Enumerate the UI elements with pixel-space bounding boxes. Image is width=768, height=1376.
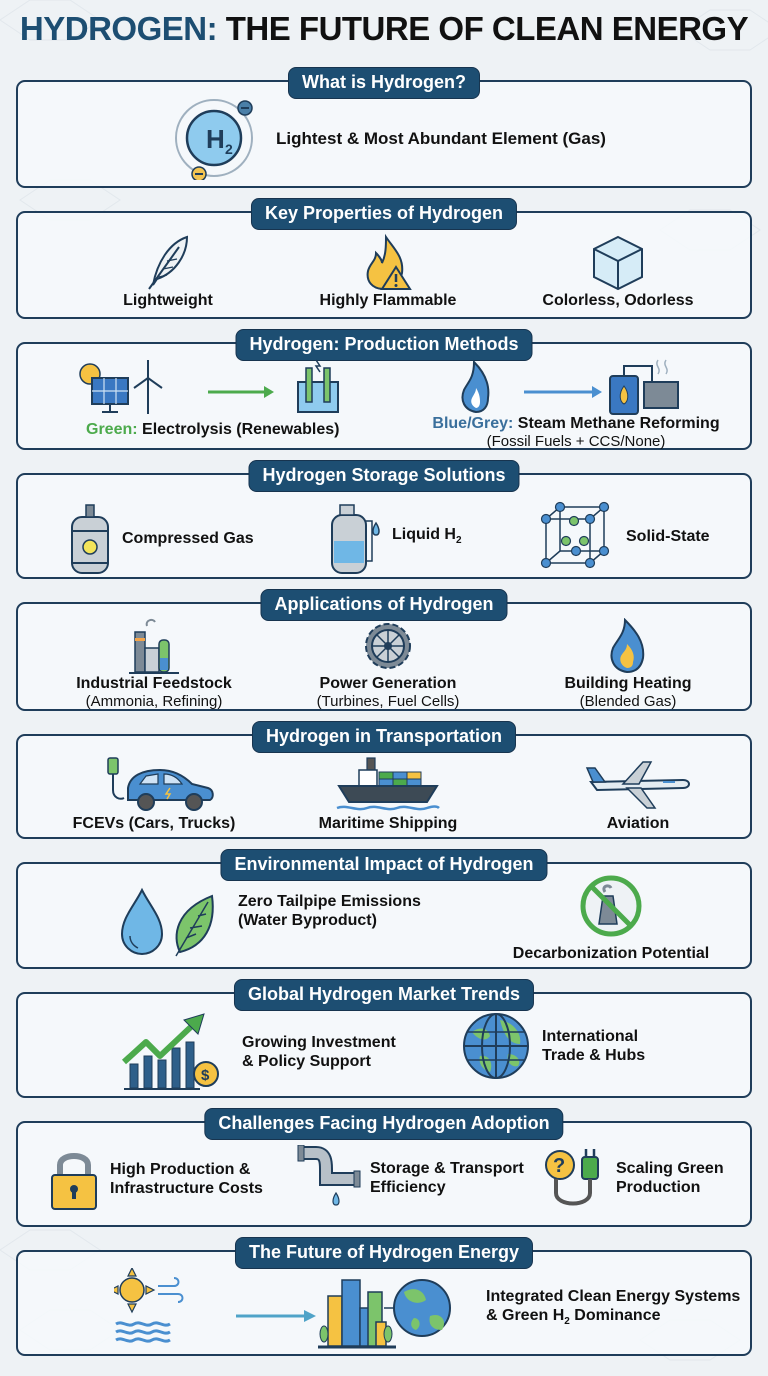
padlock-icon bbox=[51, 1153, 97, 1210]
item-label-line2: Infrastructure Costs bbox=[110, 1180, 263, 1197]
production-bluegrey-label: Blue/Grey: Steam Methane Reforming bbox=[432, 415, 720, 432]
item-label: International bbox=[542, 1028, 639, 1045]
gas-cylinder-icon bbox=[71, 504, 109, 574]
section-future: The Future of Hydrogen Energy Integrated bbox=[16, 1237, 752, 1356]
solar-wind-to-electrolyzer-icon bbox=[79, 359, 339, 414]
section-header: Hydrogen: Production Methods bbox=[235, 329, 533, 361]
fuel-cell-car-icon bbox=[107, 757, 214, 811]
cargo-ship-icon bbox=[336, 757, 440, 811]
h2-molecule-icon: H 2 bbox=[175, 99, 253, 180]
item-label: Solid-State bbox=[626, 527, 710, 545]
section-header: The Future of Hydrogen Energy bbox=[234, 1237, 534, 1269]
section-challenges: Challenges Facing Hydrogen Adoption High… bbox=[16, 1108, 752, 1227]
item-label: Zero Tailpipe Emissions bbox=[238, 893, 421, 910]
water-drop-leaf-icon bbox=[120, 887, 214, 957]
production-green-label: Green: Electrolysis (Renewables) bbox=[86, 421, 340, 438]
item-label: Decarbonization Potential bbox=[512, 945, 710, 962]
section-header: Global Hydrogen Market Trends bbox=[233, 979, 535, 1011]
green-prefix: Green: bbox=[86, 421, 138, 438]
item-sublabel: (Ammonia, Refining) bbox=[85, 693, 223, 710]
blue-flame-icon bbox=[610, 618, 645, 674]
item-label: Power Generation bbox=[319, 675, 457, 692]
item-label: Storage & Transport bbox=[370, 1160, 524, 1177]
item-label-line2: Production bbox=[616, 1179, 701, 1196]
item-label: FCEVs (Cars, Trucks) bbox=[72, 815, 236, 832]
item-label: Integrated Clean Energy Systems bbox=[486, 1287, 741, 1305]
question-plug-icon: ? bbox=[545, 1149, 599, 1206]
item-label: High Production & bbox=[110, 1161, 251, 1178]
item-label: Aviation bbox=[606, 815, 670, 832]
item-label: Industrial Feedstock bbox=[76, 675, 232, 692]
feather-icon bbox=[148, 235, 189, 290]
section-header: Applications of Hydrogen bbox=[260, 589, 508, 621]
factory-icon bbox=[129, 618, 179, 674]
leaking-pipe-icon bbox=[297, 1145, 361, 1206]
svg-text:H: H bbox=[206, 124, 225, 154]
section-environmental-impact: Environmental Impact of Hydrogen Zero Ta… bbox=[16, 849, 752, 969]
turbine-gear-icon bbox=[365, 623, 411, 669]
section-header: What is Hydrogen? bbox=[287, 67, 481, 99]
item-sublabel: (Turbines, Fuel Cells) bbox=[316, 693, 460, 710]
item-label: Liquid H2 bbox=[392, 526, 462, 547]
item-label: Maritime Shipping bbox=[318, 815, 458, 832]
section-market-trends: Global Hydrogen Market Trends $ Growing … bbox=[16, 979, 752, 1098]
section-header: Hydrogen in Transportation bbox=[251, 721, 517, 753]
item-label-line2: & Green H2 Dominance bbox=[486, 1306, 661, 1328]
item-label: Growing Investment bbox=[242, 1034, 396, 1051]
section-storage-solutions: Hydrogen Storage Solutions Compressed Ga… bbox=[16, 460, 752, 579]
svg-text:?: ? bbox=[553, 1155, 565, 1177]
item-sublabel: (Blended Gas) bbox=[579, 693, 677, 710]
item-label: Colorless, Odorless bbox=[542, 292, 694, 309]
item-label: Lightweight bbox=[123, 292, 213, 309]
item-label-line2: Efficiency bbox=[370, 1179, 446, 1196]
page-title: HYDROGEN: THE FUTURE OF CLEAN ENERGY bbox=[0, 10, 768, 48]
no-smokestack-icon bbox=[580, 875, 642, 937]
cube-icon bbox=[593, 235, 643, 291]
section-applications: Applications of Hydrogen Industrial Feed… bbox=[16, 589, 752, 711]
liquid-tank-icon bbox=[331, 504, 380, 574]
item-label: Building Heating bbox=[564, 675, 692, 692]
bluegrey-prefix: Blue/Grey: bbox=[432, 415, 514, 432]
section-what-is-hydrogen: What is Hydrogen? H 2 Lightest & Most Ab… bbox=[16, 67, 752, 188]
svg-text:$: $ bbox=[201, 1067, 210, 1084]
item-label: Compressed Gas bbox=[122, 529, 254, 547]
item-label-line2: Trade & Hubs bbox=[542, 1047, 646, 1064]
item-label: Scaling Green bbox=[616, 1160, 724, 1177]
growth-chart-dollar-icon: $ bbox=[121, 1013, 219, 1090]
item-label: Lightest & Most Abundant Element (Gas) bbox=[276, 128, 606, 148]
airplane-icon bbox=[585, 761, 690, 809]
section-production-methods: Hydrogen: Production Methods Green: Elec… bbox=[16, 329, 752, 450]
section-key-properties: Key Properties of Hydrogen Lightweight H… bbox=[16, 198, 752, 319]
title-accent: HYDROGEN: bbox=[19, 10, 218, 47]
title-rest: THE FUTURE OF CLEAN ENERGY bbox=[217, 10, 749, 47]
item-label-line2: & Policy Support bbox=[242, 1053, 371, 1070]
item-label-line2: (Water Byproduct) bbox=[238, 912, 377, 929]
flame-warning-icon bbox=[366, 233, 412, 291]
item-label: Highly Flammable bbox=[319, 292, 457, 309]
globe-icon bbox=[463, 1013, 529, 1079]
section-header: Environmental Impact of Hydrogen bbox=[220, 849, 548, 881]
section-header: Key Properties of Hydrogen bbox=[250, 198, 518, 230]
svg-text:2: 2 bbox=[225, 141, 233, 157]
section-header: Challenges Facing Hydrogen Adoption bbox=[204, 1108, 564, 1140]
lattice-icon bbox=[540, 501, 610, 569]
item-sublabel: (Fossil Fuels + CCS/None) bbox=[486, 433, 666, 450]
sun-wind-water-to-city-globe-icon bbox=[114, 1268, 451, 1349]
flame-to-reformer-icon bbox=[461, 359, 679, 415]
section-header: Hydrogen Storage Solutions bbox=[248, 460, 520, 492]
section-transportation: Hydrogen in Transportation FCEVs (Cars, … bbox=[16, 721, 752, 839]
